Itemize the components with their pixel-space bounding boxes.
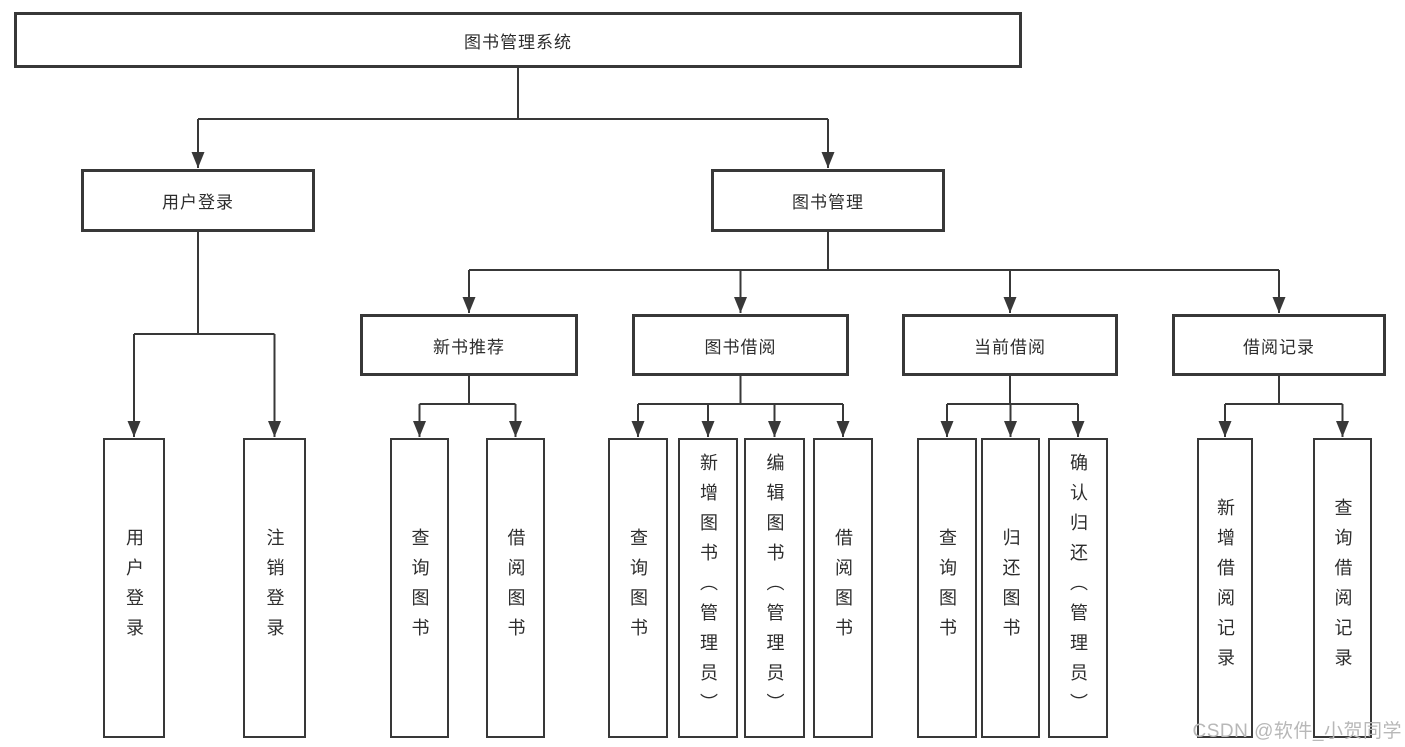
leaf-query-borrow-record: 查询借阅记录 xyxy=(1313,438,1372,738)
node-current-borrow: 当前借阅 xyxy=(902,314,1118,376)
leaf-query-books-3-label: 查询图书 xyxy=(937,528,957,648)
leaf-user-login: 用户登录 xyxy=(103,438,165,738)
connector-root-to-level2 xyxy=(191,68,835,168)
node-new-book-recommend: 新书推荐 xyxy=(360,314,578,376)
leaf-borrow-books-1-label: 借阅图书 xyxy=(505,528,526,648)
leaf-edit-book-admin: 编辑图书（管理员） xyxy=(744,438,805,738)
leaf-confirm-return-admin: 确认归还（管理员） xyxy=(1048,438,1108,738)
leaf-return-books-label: 归还图书 xyxy=(1000,528,1021,648)
leaf-query-books-2: 查询图书 xyxy=(608,438,668,738)
leaf-logout: 注销登录 xyxy=(243,438,306,738)
leaf-query-borrow-record-label: 查询借阅记录 xyxy=(1332,498,1353,678)
leaf-query-books-1: 查询图书 xyxy=(390,438,449,738)
leaf-logout-label: 注销登录 xyxy=(264,528,285,648)
leaf-add-book-admin: 新增图书（管理员） xyxy=(678,438,738,738)
node-borrow-records: 借阅记录 xyxy=(1172,314,1386,376)
leaf-add-borrow-record-label: 新增借阅记录 xyxy=(1215,498,1235,678)
connector-borrow-record-branch xyxy=(1218,376,1349,437)
leaf-borrow-books-2: 借阅图书 xyxy=(813,438,873,738)
leaf-confirm-return-admin-label: 确认归还（管理员） xyxy=(1068,453,1088,723)
leaf-edit-book-admin-label: 编辑图书（管理员） xyxy=(764,453,785,723)
watermark: CSDN @软件_小贺同学 xyxy=(1192,721,1402,742)
leaf-query-books-1-label: 查询图书 xyxy=(409,528,430,648)
connector-user-login-branch xyxy=(127,232,281,437)
node-root: 图书管理系统 xyxy=(14,12,1022,68)
leaf-query-books-2-label: 查询图书 xyxy=(628,528,648,648)
node-user-login: 用户登录 xyxy=(81,169,315,232)
leaf-user-login-label: 用户登录 xyxy=(124,528,144,648)
connector-book-borrow-branch xyxy=(631,376,850,437)
connector-book-management-branch xyxy=(462,232,1286,313)
leaf-borrow-books-2-label: 借阅图书 xyxy=(833,528,853,648)
leaf-query-books-3: 查询图书 xyxy=(917,438,977,738)
leaf-borrow-books-1: 借阅图书 xyxy=(486,438,545,738)
leaf-add-book-admin-label: 新增图书（管理员） xyxy=(698,453,718,723)
node-book-management: 图书管理 xyxy=(711,169,945,232)
node-book-borrow: 图书借阅 xyxy=(632,314,849,376)
leaf-return-books: 归还图书 xyxy=(981,438,1040,738)
leaf-add-borrow-record: 新增借阅记录 xyxy=(1197,438,1253,738)
connector-current-borrow-branch xyxy=(940,376,1085,437)
connector-new-book-branch xyxy=(413,376,522,437)
